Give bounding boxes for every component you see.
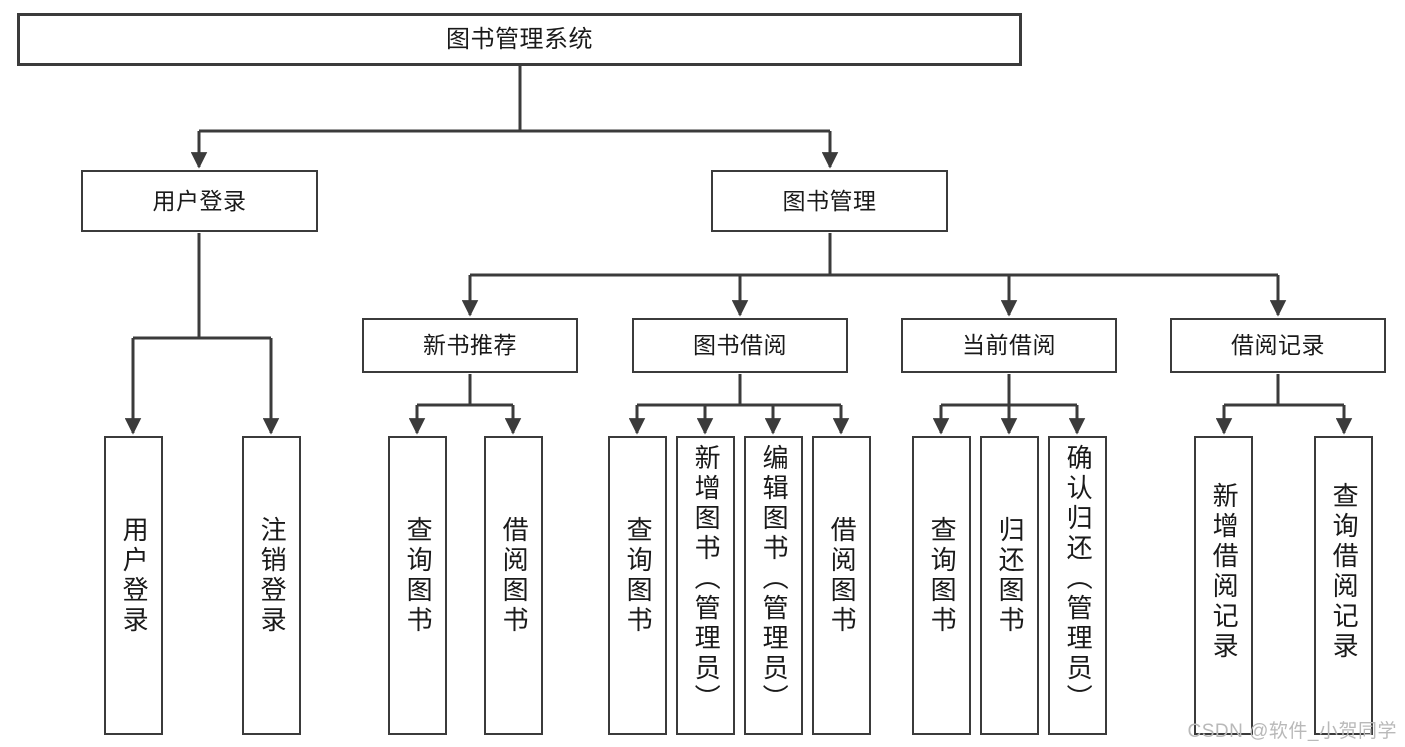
node-new-book-recommend-label: 新书推荐: [423, 332, 517, 358]
leaf-book-borrow-2-label: 编辑图书（管理员）: [759, 444, 790, 714]
leaf-book-borrow-1-label: 新增图书（管理员）: [691, 444, 722, 714]
node-borrow-record-label: 借阅记录: [1231, 332, 1325, 358]
leaf-book-borrow-2[interactable]: 编辑图书（管理员）: [744, 436, 803, 735]
leaf-book-borrow-3[interactable]: 借阅图书: [812, 436, 871, 735]
node-root-label: 图书管理系统: [446, 25, 593, 53]
node-borrow-record[interactable]: 借阅记录: [1170, 318, 1386, 373]
node-current-borrow-label: 当前借阅: [962, 332, 1056, 358]
leaf-user-login-0-label: 用户登录: [119, 516, 150, 636]
leaf-borrow-record-0-label: 新增借阅记录: [1209, 482, 1240, 662]
leaf-current-borrow-0-label: 查询图书: [927, 516, 958, 636]
node-root[interactable]: 图书管理系统: [17, 13, 1022, 66]
node-book-manage-label: 图书管理: [782, 187, 877, 214]
node-user-login-label: 用户登录: [152, 187, 247, 214]
leaf-user-login-1-label: 注销登录: [257, 516, 288, 636]
leaf-book-borrow-3-label: 借阅图书: [827, 516, 858, 636]
leaf-borrow-record-0[interactable]: 新增借阅记录: [1194, 436, 1253, 735]
leaf-new-book-recommend-0[interactable]: 查询图书: [388, 436, 447, 735]
leaf-book-borrow-0-label: 查询图书: [623, 516, 654, 636]
leaf-borrow-record-1-label: 查询借阅记录: [1329, 482, 1360, 662]
node-book-borrow-label: 图书借阅: [693, 332, 787, 358]
leaf-borrow-record-1[interactable]: 查询借阅记录: [1314, 436, 1373, 735]
node-user-login[interactable]: 用户登录: [81, 170, 318, 232]
leaf-current-borrow-1-label: 归还图书: [995, 516, 1026, 636]
leaf-user-login-1[interactable]: 注销登录: [242, 436, 301, 735]
leaf-current-borrow-1[interactable]: 归还图书: [980, 436, 1039, 735]
leaf-user-login-0[interactable]: 用户登录: [104, 436, 163, 735]
leaf-new-book-recommend-1-label: 借阅图书: [499, 516, 530, 636]
leaf-new-book-recommend-0-label: 查询图书: [403, 516, 434, 636]
leaf-book-borrow-0[interactable]: 查询图书: [608, 436, 667, 735]
leaf-current-borrow-2-label: 确认归还（管理员）: [1063, 444, 1094, 714]
leaf-current-borrow-2[interactable]: 确认归还（管理员）: [1048, 436, 1107, 735]
node-book-borrow[interactable]: 图书借阅: [632, 318, 848, 373]
node-current-borrow[interactable]: 当前借阅: [901, 318, 1117, 373]
leaf-book-borrow-1[interactable]: 新增图书（管理员）: [676, 436, 735, 735]
node-new-book-recommend[interactable]: 新书推荐: [362, 318, 578, 373]
node-book-manage[interactable]: 图书管理: [711, 170, 948, 232]
leaf-new-book-recommend-1[interactable]: 借阅图书: [484, 436, 543, 735]
leaf-current-borrow-0[interactable]: 查询图书: [912, 436, 971, 735]
